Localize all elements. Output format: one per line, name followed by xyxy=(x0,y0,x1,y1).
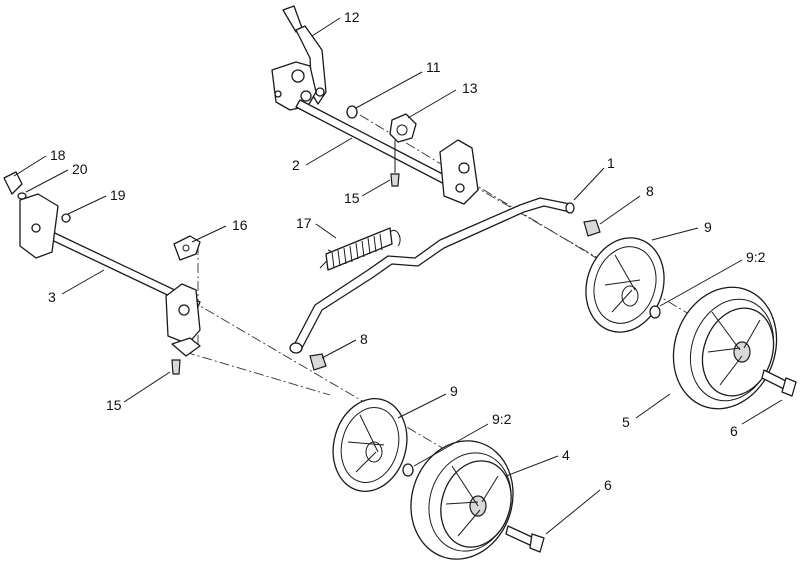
bushing xyxy=(346,105,358,119)
callout-13: 13 xyxy=(462,80,478,96)
callout-5: 5 xyxy=(622,414,630,430)
callout-16: 16 xyxy=(232,217,248,233)
height-adjust-lever xyxy=(271,5,327,111)
rear-axle-bracket xyxy=(439,139,479,205)
callout-11: 11 xyxy=(426,59,441,75)
rear-wheel xyxy=(672,286,778,410)
wheel-cover-rear xyxy=(585,237,665,333)
axle-bolt-front xyxy=(505,525,545,553)
callout-2: 2 xyxy=(292,157,300,173)
front-axle-bracket-left xyxy=(19,193,59,259)
bolt-upper xyxy=(583,219,601,237)
callout-4: 4 xyxy=(562,447,570,463)
screw-lower xyxy=(171,359,181,375)
callout-6-upper: 6 xyxy=(730,423,738,439)
callout-15-upper: 15 xyxy=(344,190,360,206)
callout-9-lower: 9 xyxy=(450,383,458,399)
callout-20: 20 xyxy=(72,161,88,177)
callout-1: 1 xyxy=(607,155,615,171)
cable-clip xyxy=(389,113,417,172)
leader-lines xyxy=(13,17,783,535)
callout-8-upper: 8 xyxy=(646,183,654,199)
rear-axle xyxy=(295,99,459,190)
callout-9-2-upper: 9:2 xyxy=(746,249,766,265)
screw-upper xyxy=(390,173,400,187)
callouts: 12 11 13 2 15 1 8 18 20 19 16 17 9 9:2 3… xyxy=(48,9,766,493)
axle-bolt-rear xyxy=(761,369,797,397)
washer-front xyxy=(402,463,414,477)
callout-9-2-lower: 9:2 xyxy=(492,411,512,427)
front-axle-bracket-right xyxy=(165,283,201,345)
front-wheel xyxy=(410,440,514,560)
spring xyxy=(319,227,401,271)
callout-6-lower: 6 xyxy=(604,477,612,493)
bracket-plate xyxy=(173,235,201,261)
lower-bracket xyxy=(171,337,201,357)
callout-19: 19 xyxy=(110,187,126,203)
pin xyxy=(61,213,71,223)
callout-17: 17 xyxy=(296,215,312,231)
callout-15-lower: 15 xyxy=(106,397,122,413)
callout-12: 12 xyxy=(344,9,360,25)
connecting-rod xyxy=(289,197,575,354)
clip xyxy=(3,171,23,195)
wheel-cover-front xyxy=(332,398,408,492)
callout-8-lower: 8 xyxy=(360,331,368,347)
callout-3: 3 xyxy=(48,289,56,305)
callout-9-upper: 9 xyxy=(704,219,712,235)
washer-rear xyxy=(649,305,661,319)
callout-18: 18 xyxy=(50,147,66,163)
bolt-lower xyxy=(309,353,327,371)
